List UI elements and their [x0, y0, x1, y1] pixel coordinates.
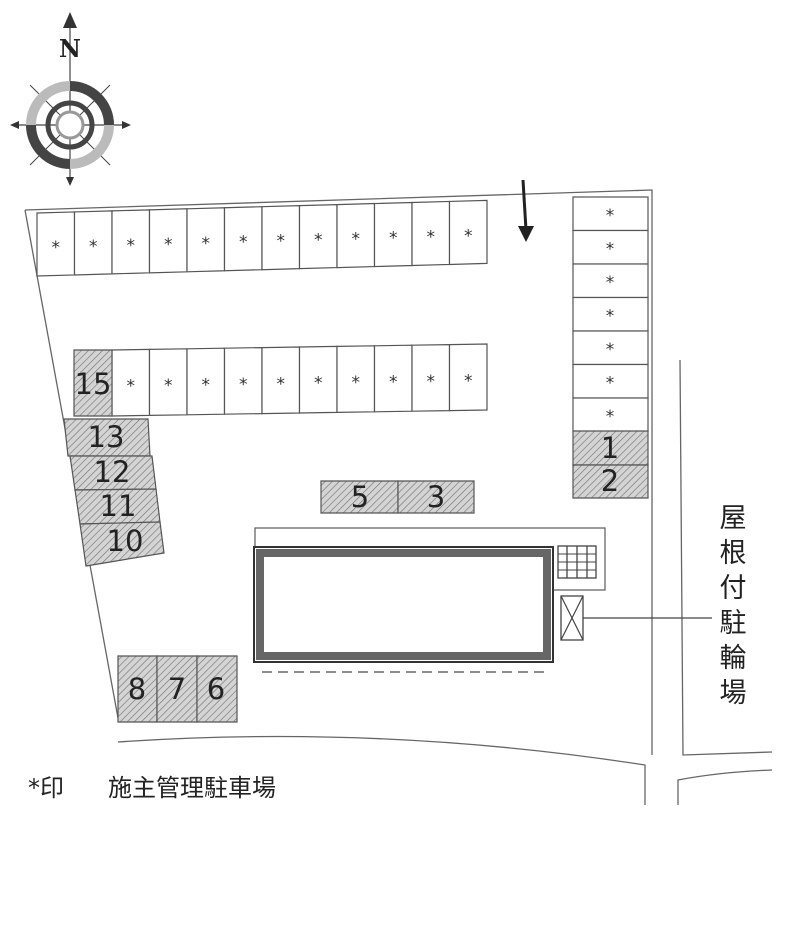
managed-marker: *: [427, 372, 436, 392]
managed-marker: *: [606, 374, 615, 394]
right-column-stall: [572, 229, 649, 265]
managed-marker: *: [314, 374, 323, 394]
managed-marker: *: [239, 233, 248, 253]
managed-marker: *: [164, 376, 173, 396]
stall-number-5: 5: [351, 480, 369, 514]
managed-marker: *: [277, 232, 286, 252]
mailbox-icon: [557, 545, 597, 579]
stall-number-2: 2: [601, 464, 619, 498]
right-column-stall: [572, 263, 649, 299]
stall-3: [397, 480, 475, 514]
north-label: N: [59, 34, 81, 63]
managed-marker: *: [464, 371, 473, 391]
bicycle-shed-icon: [560, 595, 584, 641]
stall-number-15: 15: [75, 367, 112, 401]
stall-number-1: 1: [601, 431, 619, 465]
managed-marker: *: [606, 407, 615, 427]
stall-2: [572, 464, 649, 499]
managed-marker: *: [606, 206, 615, 226]
managed-marker: *: [606, 307, 615, 327]
managed-marker: *: [202, 376, 211, 396]
managed-marker: *: [427, 227, 436, 247]
managed-stalls-middle-row: * * * * * * * * * *: [111, 343, 488, 417]
stall-15: [73, 349, 113, 417]
stall-number-8: 8: [128, 672, 146, 706]
managed-marker: *: [127, 236, 136, 256]
managed-marker: *: [352, 373, 361, 393]
stall-10: [79, 521, 165, 567]
stall-number-3: 3: [427, 480, 445, 514]
managed-marker: *: [606, 340, 615, 360]
stall-number-11: 11: [100, 489, 137, 523]
managed-marker: *: [389, 229, 398, 249]
north-arrow-icon: [63, 12, 77, 28]
stall-number-6: 6: [207, 672, 225, 706]
managed-marker: *: [52, 238, 61, 258]
managed-marker: *: [202, 234, 211, 254]
managed-marker: *: [389, 373, 398, 393]
compass-rose-icon: N: [10, 12, 131, 186]
site-boundary: [24, 189, 773, 805]
managed-marker: *: [127, 377, 136, 397]
top-row-stall: [448, 199, 488, 266]
stall-number-12: 12: [94, 455, 131, 489]
stall-number-7: 7: [168, 672, 186, 706]
middle-row-stall: [448, 343, 488, 412]
managed-marker: *: [239, 375, 248, 395]
managed-marker: *: [89, 237, 98, 257]
managed-stalls-top-row: * * * * * * * * * * * *: [36, 199, 488, 277]
entrance-arrow-icon: [518, 179, 534, 242]
managed-stalls-right-column: * * * * * * *: [572, 196, 649, 433]
bike-parking-label: 屋根付駐輪場: [720, 503, 747, 709]
managed-marker: *: [164, 235, 173, 255]
managed-marker: *: [352, 230, 361, 250]
bike-parking-callout: 屋根付駐輪場: [583, 503, 747, 709]
stall-6: [196, 655, 238, 723]
stall-number-10: 10: [107, 524, 144, 558]
stall-number-13: 13: [88, 420, 125, 454]
managed-marker: *: [606, 273, 615, 293]
legend: *印 施主管理駐車場: [28, 774, 276, 802]
building: [253, 527, 606, 673]
managed-marker: *: [606, 240, 615, 260]
managed-marker: *: [314, 231, 323, 251]
managed-marker: *: [464, 226, 473, 246]
legend-marker: *印: [28, 774, 64, 802]
legend-text: 施主管理駐車場: [108, 774, 276, 802]
managed-marker: *: [277, 374, 286, 394]
